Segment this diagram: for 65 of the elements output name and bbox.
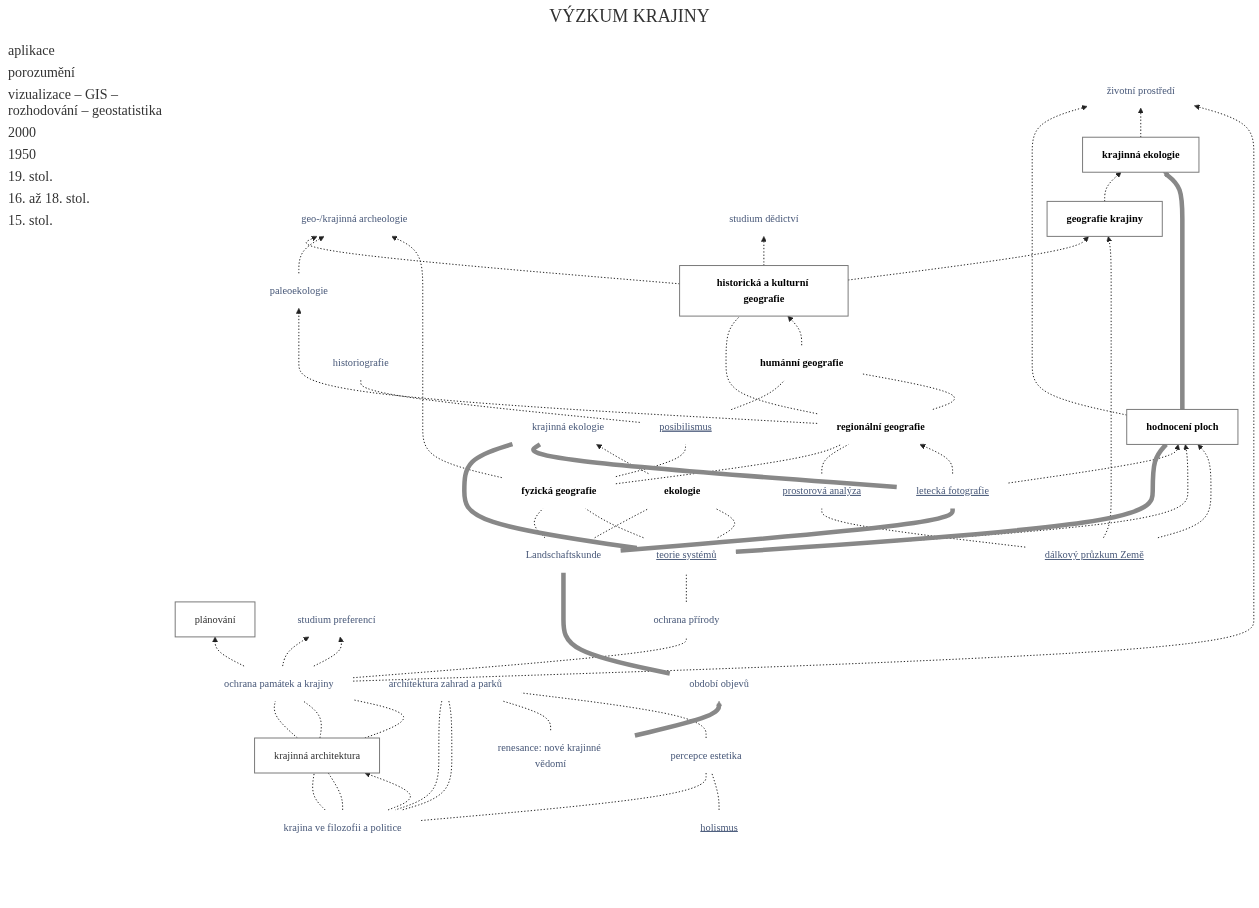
- arrow: [634, 700, 722, 738]
- node-text: regionální geografie: [836, 421, 925, 433]
- connector: [715, 508, 736, 539]
- connector: [533, 508, 546, 539]
- text-label: aplikace: [8, 43, 56, 59]
- node-text: percepce estetika: [670, 749, 742, 761]
- node-text: studium preferencí: [297, 613, 376, 625]
- text-label: 16. až 18. stol.: [8, 191, 91, 207]
- node-box: geografie krajiny: [1046, 200, 1163, 237]
- text-label: 1950: [8, 147, 37, 163]
- connector: [420, 772, 707, 821]
- node-text: paleoekologie: [269, 284, 328, 296]
- text-label: porozumění: [8, 65, 76, 81]
- connector: [685, 572, 687, 603]
- connector: [711, 772, 720, 811]
- connector: [302, 700, 322, 739]
- node-text: ekologie: [664, 485, 701, 497]
- node-box: hodnocení ploch: [1126, 408, 1239, 445]
- node-box: krajinná ekologie: [1082, 136, 1200, 173]
- node-text: geo-/krajinná archeologie: [301, 213, 408, 225]
- node-text: humánní geografie: [760, 356, 844, 368]
- node-text: holismus: [700, 821, 738, 833]
- arrow: [296, 308, 818, 424]
- connector: [394, 700, 443, 811]
- connector: [360, 379, 641, 423]
- node-text: renesance: nové krajinné vědomí: [497, 741, 601, 769]
- connector: [273, 700, 298, 739]
- connector: [620, 508, 955, 553]
- connector: [520, 692, 707, 739]
- node-text: krajinná ekologie: [531, 421, 605, 433]
- node-text: teorie systémů: [656, 549, 717, 561]
- node-text: období objevů: [689, 677, 749, 689]
- connector: [862, 373, 955, 410]
- node-box: krajinná architektura: [254, 737, 381, 774]
- node-text: Landschaftskunde: [525, 549, 602, 561]
- node-text: krajina ve filozofii a politice: [283, 821, 402, 833]
- node-box: plánování: [174, 601, 256, 638]
- connector: [585, 508, 644, 539]
- text-label: 2000: [8, 125, 37, 141]
- connector: [821, 443, 850, 475]
- node-text: studium dědictví: [729, 213, 799, 225]
- node-text: ochrana památek a krajiny: [223, 677, 334, 689]
- text-label: 15. stol.: [8, 213, 54, 229]
- arrow: [1163, 171, 1185, 410]
- connector: [821, 508, 1026, 548]
- node-text: historiografie: [332, 356, 389, 368]
- connector: [615, 443, 842, 485]
- connector: [615, 443, 686, 478]
- node-text: prostorová analýza: [782, 485, 862, 497]
- connector: [401, 700, 453, 811]
- connector: [594, 508, 650, 539]
- node-text: fyzická geografie: [521, 485, 597, 497]
- diagram-title: VÝZKUM KRAJINY: [548, 6, 711, 27]
- node-box: historická a kulturní geografie: [679, 265, 849, 317]
- text-label: 19. stol.: [8, 169, 54, 185]
- node-text: dálkový průzkum Země: [1044, 549, 1144, 561]
- text-label: vizualizace – GIS – rozhodování – geostatistika: [8, 87, 162, 119]
- connector: [561, 572, 671, 676]
- node-text: ochrana přírody: [653, 613, 720, 625]
- node-text: životní prostředí: [1106, 84, 1175, 96]
- node-text: posibilismus: [659, 421, 712, 433]
- node-text: letecká fotografie: [916, 485, 990, 497]
- connector: [462, 441, 638, 551]
- connector: [730, 379, 786, 411]
- node-text: architektura zahrad a parků: [388, 677, 502, 689]
